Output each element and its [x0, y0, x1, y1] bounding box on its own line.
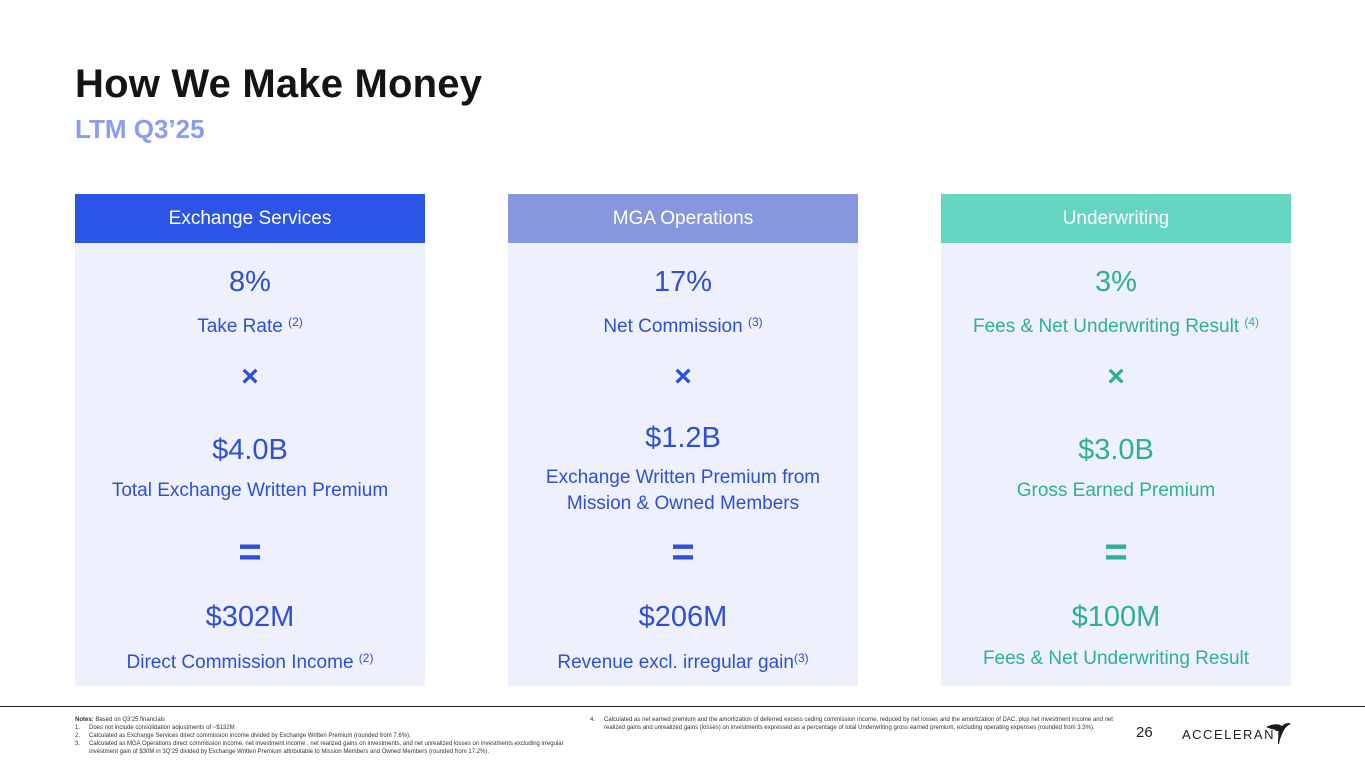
- footnote-ref: (2): [358, 651, 374, 665]
- footnote-text: Does not include consolidation adjustmen…: [89, 725, 235, 731]
- page-title: How We Make Money: [75, 62, 483, 106]
- footer-divider: [0, 706, 1365, 707]
- base-label: Gross Earned Premium: [1016, 480, 1216, 501]
- net-commission-label-text: Net Commission: [603, 316, 743, 337]
- result-label-text: Direct Commission Income: [126, 652, 354, 673]
- base-label: Total Exchange Written Premium: [111, 480, 389, 501]
- result-label: Fees & Net Underwriting Result: [982, 648, 1250, 669]
- footnote-ref: (4): [1244, 315, 1260, 329]
- hummingbird-icon: [1266, 722, 1291, 744]
- accelerant-logo: ACCELERANT: [1182, 718, 1292, 746]
- card-heading: Exchange Services: [75, 194, 425, 243]
- footnote-item: 3. Calculated as MGA Operations direct c…: [75, 740, 585, 756]
- take-rate-label: Take Rate (2): [75, 310, 425, 339]
- take-rate-value: 8%: [229, 266, 271, 298]
- net-commission-label: Net Commission (3): [508, 310, 858, 339]
- exchange-services-card: Exchange Services 8% Take Rate (2) × $4.…: [75, 194, 425, 686]
- result-value: $206M: [638, 601, 728, 633]
- page-number: 26: [1136, 724, 1153, 741]
- underwriting-card: Underwriting 3% Fees & Net Underwriting …: [941, 194, 1291, 686]
- footnote-ref: (2): [288, 315, 303, 329]
- net-commission-value: 17%: [653, 266, 713, 298]
- notes-lead-label: Notes:: [75, 717, 94, 723]
- footnote-number: 4.: [590, 717, 596, 723]
- card-heading: MGA Operations: [508, 194, 858, 243]
- equals-icon: =: [238, 530, 262, 574]
- equals-icon: =: [671, 530, 695, 574]
- base-label-line-1: Exchange Written Premium from: [545, 467, 821, 488]
- result-label: Direct Commission Income (2): [75, 646, 425, 675]
- notes-lead-text: Based on Q3’25 financials: [93, 717, 166, 723]
- footnote-item: 4. Calculated as net earned premium and …: [590, 716, 1120, 732]
- base-value: $3.0B: [1078, 434, 1154, 466]
- take-rate-label-text: Take Rate: [197, 316, 283, 337]
- footnote-number: 3.: [75, 741, 81, 747]
- multiply-icon: ×: [241, 360, 259, 393]
- result-value: $302M: [205, 601, 295, 633]
- footnotes-right: 4. Calculated as net earned premium and …: [590, 716, 1120, 732]
- underwriting-rate-label: Fees & Net Underwriting Result (4): [941, 310, 1291, 339]
- footnote-item: 1. Does not include consolidation adjust…: [75, 724, 585, 732]
- page-subtitle: LTM Q3’25: [75, 114, 205, 144]
- underwriting-rate-label-text: Fees & Net Underwriting Result: [972, 316, 1240, 337]
- footnote-text: Calculated as MGA Operations direct comm…: [89, 741, 564, 755]
- base-value: $4.0B: [212, 434, 288, 466]
- footnote-ref: (3): [747, 315, 763, 329]
- footnote-ref: (3): [793, 651, 809, 665]
- result-label-text: Revenue excl. irregular gain: [557, 652, 794, 673]
- underwriting-rate-value: 3%: [1095, 266, 1137, 298]
- notes-lead: Notes: Based on Q3’25 financials: [75, 716, 585, 724]
- base-label-line-2: Mission & Owned Members: [566, 493, 800, 514]
- mga-operations-card: MGA Operations 17% Net Commission (3) × …: [508, 194, 858, 686]
- footnote-number: 1.: [75, 725, 81, 731]
- footnotes-left: Notes: Based on Q3’25 financials 1. Does…: [75, 716, 585, 756]
- multiply-icon: ×: [674, 360, 692, 393]
- footnote-item: 2. Calculated as Exchange Services direc…: [75, 732, 585, 740]
- base-value: $1.2B: [645, 422, 721, 454]
- equals-icon: =: [1104, 530, 1128, 574]
- result-value: $100M: [1071, 601, 1161, 633]
- footnote-number: 2.: [75, 733, 81, 739]
- card-heading: Underwriting: [941, 194, 1291, 243]
- multiply-icon: ×: [1107, 360, 1125, 393]
- logo-wordmark: ACCELERANT: [1182, 727, 1285, 742]
- footnote-text: Calculated as net earned premium and the…: [604, 717, 1113, 731]
- footnote-text: Calculated as Exchange Services direct c…: [89, 733, 411, 739]
- result-label: Revenue excl. irregular gain(3): [508, 646, 858, 675]
